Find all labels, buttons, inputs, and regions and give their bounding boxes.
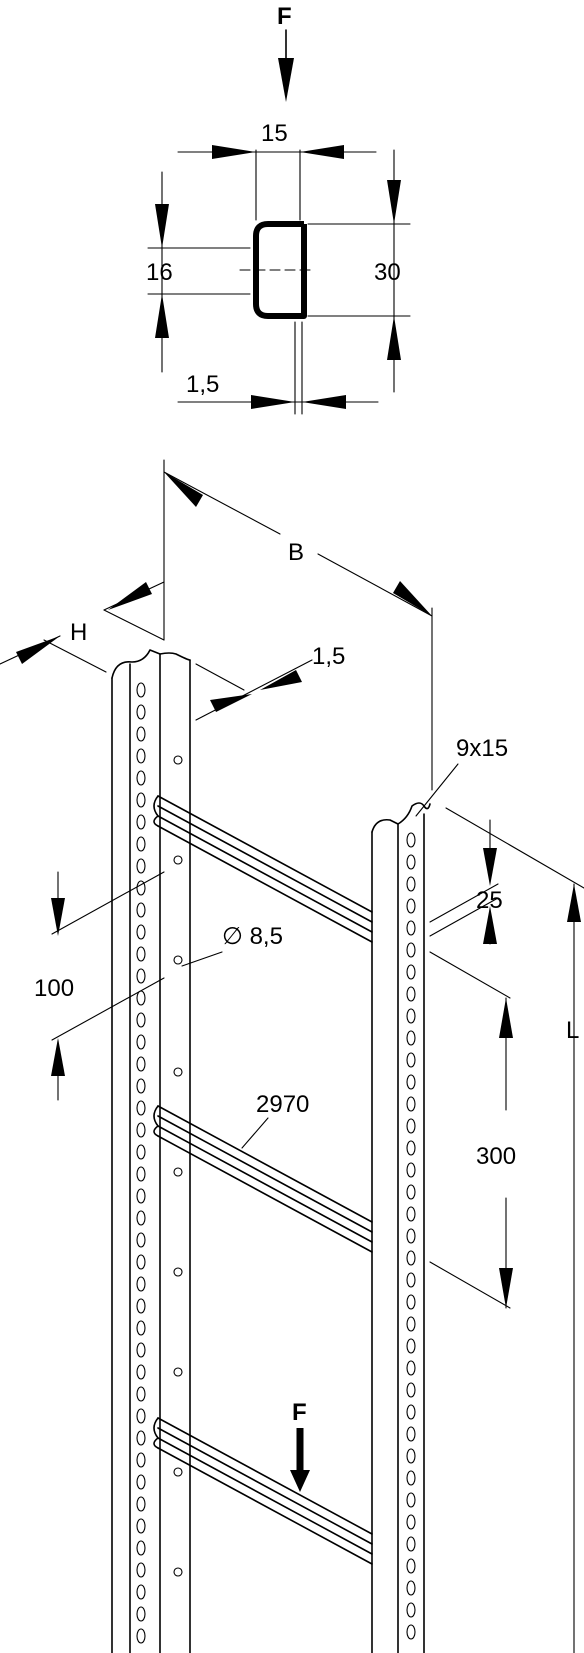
right-side-rail xyxy=(371,802,431,1653)
arrow-thk-right xyxy=(302,395,346,409)
profile-cross-section: F 15 16 30 1,5 xyxy=(146,3,411,415)
right-rail-top-lip xyxy=(371,802,431,833)
force-label-rung: F xyxy=(292,1399,307,1426)
arrow-15-right xyxy=(300,145,344,159)
dim-label-B: B xyxy=(288,539,304,566)
left-rail-round-holes xyxy=(173,755,183,1577)
dim-label-2970: 2970 xyxy=(256,1091,309,1118)
dim-label-thk: 1,5 xyxy=(186,371,219,398)
dim-label-100: 100 xyxy=(34,975,74,1002)
dim-label-16: 16 xyxy=(146,259,173,286)
left-rail-slots xyxy=(136,682,146,1644)
dim-label-30: 30 xyxy=(374,259,401,286)
rung-2 xyxy=(153,1105,373,1253)
rung-3 xyxy=(153,1417,373,1565)
rung-1 xyxy=(153,795,373,943)
arrow-15-left xyxy=(212,145,256,159)
dim-label-L: L xyxy=(566,1017,579,1044)
dim-label-300: 300 xyxy=(476,1143,516,1170)
force-arrow-rung-head xyxy=(290,1470,310,1492)
dimension-H: H xyxy=(0,581,165,673)
arrow-30-top xyxy=(387,180,401,224)
force-label-top: F xyxy=(277,3,292,30)
dim-label-rail-thickness: 1,5 xyxy=(312,643,345,670)
dimension-300: 300 xyxy=(429,951,516,1309)
arrow-30-bottom xyxy=(387,316,401,360)
dimension-L: L xyxy=(445,807,584,1653)
dim-label-15: 15 xyxy=(261,120,288,147)
rung-load-force: F xyxy=(290,1399,310,1492)
dimension-25: 25 xyxy=(429,819,503,945)
arrow-16-bottom xyxy=(155,294,169,338)
arrow-16-top xyxy=(155,204,169,248)
dimension-100: 100 xyxy=(34,871,165,1101)
c-profile-shape xyxy=(253,221,307,319)
dimension-B: B xyxy=(163,459,433,791)
dim-label-25: 25 xyxy=(476,887,503,914)
dimension-rail-thickness: 1,5 xyxy=(195,643,345,721)
arrow-thk-left xyxy=(251,395,295,409)
dim-label-H: H xyxy=(70,619,87,646)
force-arrow-top-head xyxy=(278,58,294,102)
left-rail-top-lip xyxy=(111,649,191,679)
right-rail-slots xyxy=(406,832,416,1640)
rung-length-callout: 2970 xyxy=(241,1091,309,1149)
dim-label-diameter: ∅ 8,5 xyxy=(222,923,283,950)
left-side-rail xyxy=(111,649,191,1653)
hole-diameter-callout: ∅ 8,5 xyxy=(181,923,283,967)
dim-label-9x15: 9x15 xyxy=(456,735,508,762)
cable-ladder-view: B H 1,5 9x15 xyxy=(0,459,584,1653)
slot-size-callout: 9x15 xyxy=(415,735,508,817)
